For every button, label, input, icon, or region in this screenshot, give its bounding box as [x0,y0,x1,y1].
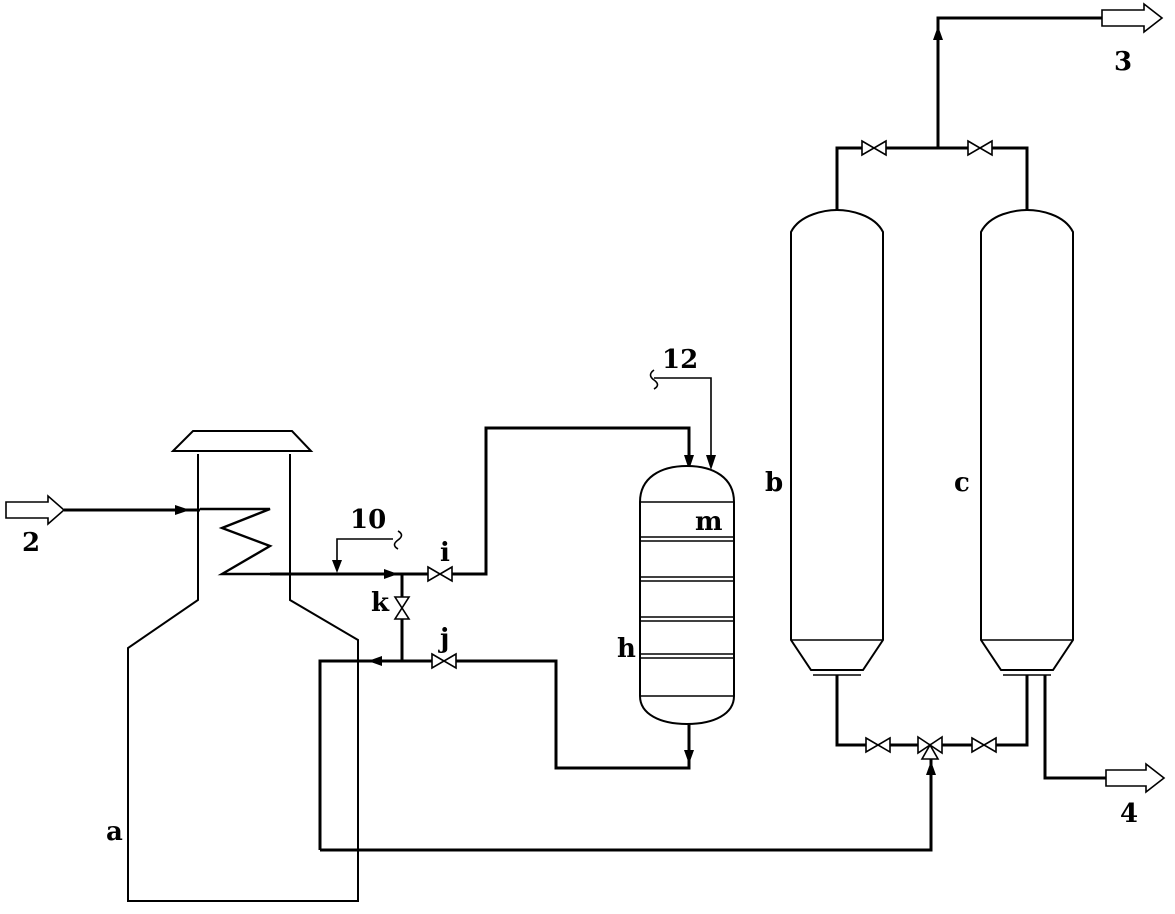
stream-10-line [336,538,393,570]
reactor-h [639,464,735,726]
stream-12-wave-icon [649,369,659,390]
label-valve-j: j [438,624,449,654]
return-flow-arrow [368,656,382,666]
label-reactor-tray-m: m [695,507,723,537]
bottom-header-pipe [835,675,1029,747]
label-adsorber-c: c [954,468,970,498]
label-reactor-h: h [617,634,636,664]
label-valve-i: i [440,538,450,568]
stream-10-arrow [332,560,342,573]
adsorber-c-shell [980,208,1074,671]
furnace-a [127,430,359,902]
label-adsorber-b: b [765,468,783,498]
reactor-trays [640,536,734,659]
label-furnace-a: a [106,817,123,847]
valve-k[interactable] [393,596,411,620]
label-stream-4: 4 [1120,799,1138,829]
label-stream-3: 3 [1114,47,1132,77]
product-4-pipe [1043,675,1106,780]
adsorber-b-shell [790,208,884,671]
return-pipe [318,659,432,850]
stream-10-wave-icon [393,530,403,550]
furnace-body [127,454,359,902]
recycle-pipe [320,759,933,852]
product-3-pipe [936,16,1102,148]
label-stream-2: 2 [22,528,40,558]
reactor-outlet-arrow [684,750,694,764]
label-stream-10: 10 [350,505,386,535]
label-valve-k: k [371,588,390,618]
three-way-valve[interactable] [917,735,943,760]
adsorber-b [790,208,884,676]
label-stream-12: 12 [662,345,698,375]
heating-coil [200,507,273,576]
reactor-shell [639,464,735,726]
top-header-pipe [835,146,1029,210]
valve-i[interactable] [427,565,453,583]
adsorber-c [980,208,1074,676]
product-3-up-arrow [933,26,943,40]
furnace-hood [170,430,314,452]
recycle-up-arrow [926,761,936,775]
stream-12-arrow [706,455,716,470]
product-3-outlet-arrow [1101,2,1164,34]
coil-outlet-flow-arrow [384,569,398,579]
feed-2-flow-arrow [175,505,190,515]
stream-12-line [654,377,712,466]
pipe-to-reactor-top [452,426,691,576]
reactor-inlet-arrow [684,455,694,470]
top-valve-b[interactable] [861,139,887,157]
bottom-valve-c[interactable] [971,736,997,754]
product-4-outlet-arrow [1105,762,1166,794]
feed-2-inlet-arrow [5,494,66,526]
valve-j[interactable] [431,652,457,670]
bottom-valve-b[interactable] [865,736,891,754]
top-valve-c[interactable] [967,139,993,157]
